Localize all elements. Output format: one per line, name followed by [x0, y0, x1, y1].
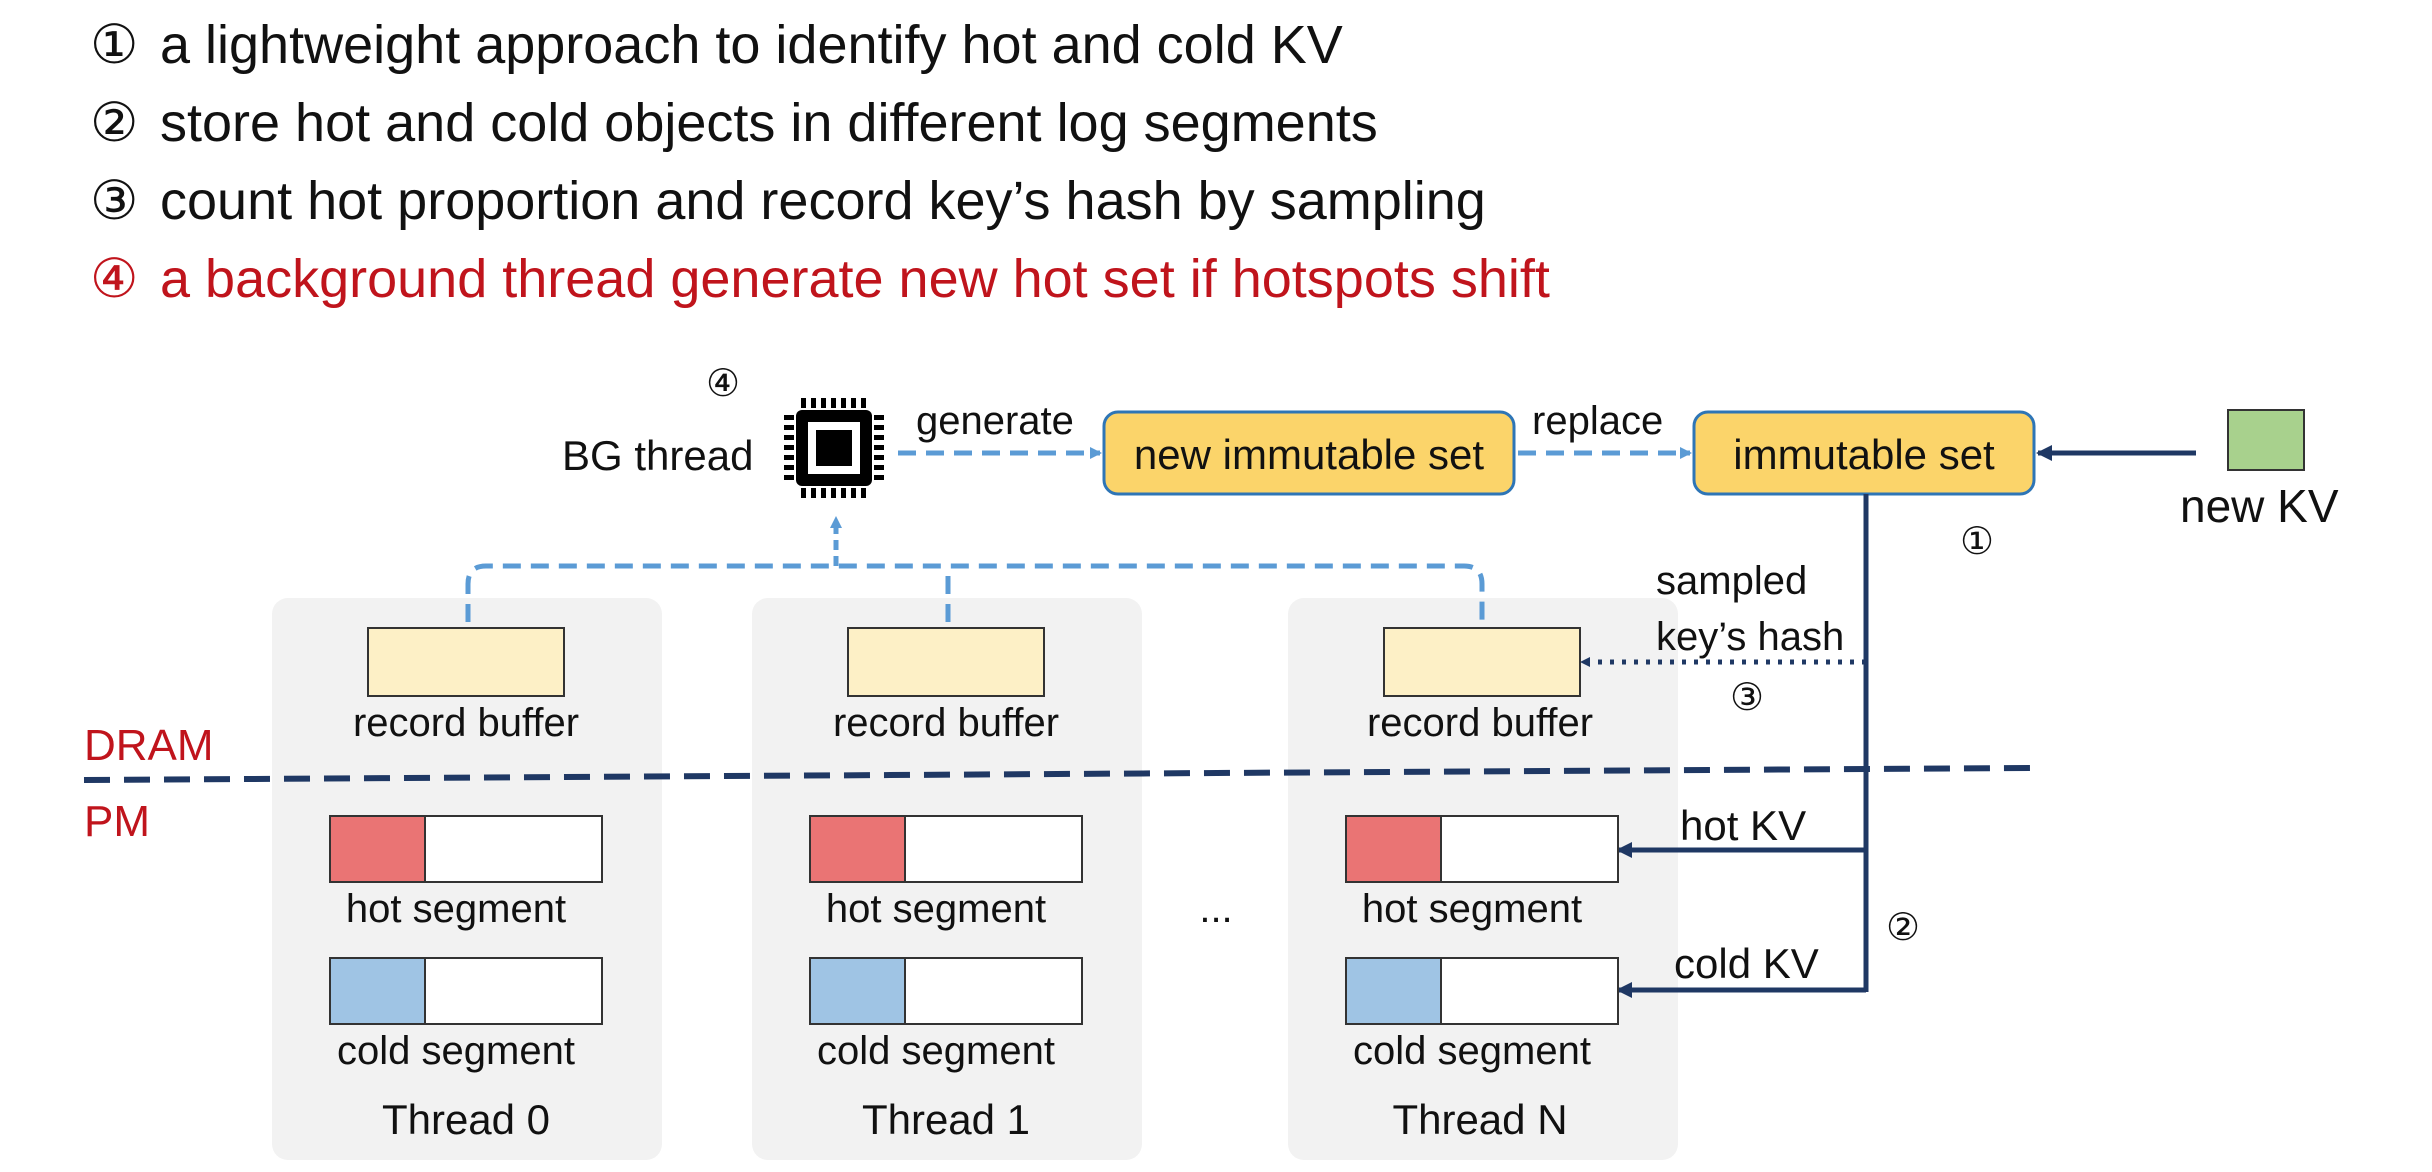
record-buffer-label: record buffer: [1367, 701, 1593, 745]
more-threads-ellipsis: ...: [1199, 887, 1232, 931]
cold-segment-fill: [811, 959, 905, 1023]
immutable-set-label: immutable set: [1733, 431, 1995, 478]
new-kv-label: new KV: [2180, 480, 2339, 532]
bullet-3-number: ③: [90, 171, 139, 231]
bg-thread-label: BG thread: [562, 432, 753, 479]
sampled-label-line1: sampled: [1656, 559, 1807, 603]
bullet-1-text: a lightweight approach to identify hot a…: [160, 15, 1343, 75]
bullet-3: ③ count hot proportion and record key’s h…: [90, 174, 1486, 228]
new-immutable-set-label: new immutable set: [1134, 431, 1484, 478]
cold-segment-label: cold segment: [337, 1029, 575, 1073]
cold-segment-label: cold segment: [1353, 1029, 1591, 1073]
dram-label: DRAM: [84, 721, 214, 770]
record-buffer-label: record buffer: [353, 701, 579, 745]
cold-segment-fill: [331, 959, 425, 1023]
bullet-2-text: store hot and cold objects in different …: [160, 93, 1378, 153]
record-buffer-label: record buffer: [833, 701, 1059, 745]
hot-segment-label: hot segment: [826, 887, 1046, 931]
hot-segment-fill: [811, 817, 905, 881]
cpu-chip-icon: [784, 398, 884, 498]
record-buffer-box: [367, 627, 565, 697]
new-kv-box: [2227, 409, 2305, 471]
replace-label: replace: [1532, 399, 1663, 443]
hot-segment-fill: [1347, 817, 1441, 881]
bullet-3-text: count hot proportion and record key’s ha…: [160, 171, 1486, 231]
bg-step-marker: ④: [706, 363, 740, 405]
bullet-2-number: ②: [90, 93, 139, 153]
bullet-4-text: a background thread generate new hot set…: [160, 249, 1550, 309]
step-2-marker: ②: [1886, 907, 1920, 949]
record-buffer-box: [1383, 627, 1581, 697]
bullet-1: ① a lightweight approach to identify hot …: [90, 18, 1343, 72]
bullet-1-number: ①: [90, 15, 139, 75]
thread-0-label: Thread 0: [382, 1096, 550, 1143]
thread-1-label: Thread 1: [862, 1096, 1030, 1143]
generate-label: generate: [916, 399, 1074, 443]
hot-segment-label: hot segment: [346, 887, 566, 931]
sampled-label-line2: key’s hash: [1656, 615, 1844, 659]
bullet-4-number: ④: [90, 249, 139, 309]
new-immutable-set-box: [1102, 410, 1516, 496]
hot-kv-label: hot KV: [1680, 802, 1806, 849]
step-3-marker: ③: [1730, 677, 1764, 719]
cold-segment-fill: [1347, 959, 1441, 1023]
cold-segment-label: cold segment: [817, 1029, 1055, 1073]
hot-segment-fill: [331, 817, 425, 881]
bullet-2: ② store hot and cold objects in different…: [90, 96, 1378, 150]
bullet-4: ④ a background thread generate new hot se…: [90, 252, 1550, 306]
step-1-marker: ①: [1960, 521, 1994, 563]
pm-label: PM: [84, 797, 150, 846]
cold-kv-label: cold KV: [1674, 940, 1819, 987]
thread-n-label: Thread N: [1392, 1096, 1567, 1143]
dram-pm-divider: [83, 765, 2031, 783]
record-buffer-feedback-path: [465, 563, 1485, 622]
record-buffer-box: [847, 627, 1045, 697]
hot-segment-label: hot segment: [1362, 887, 1582, 931]
